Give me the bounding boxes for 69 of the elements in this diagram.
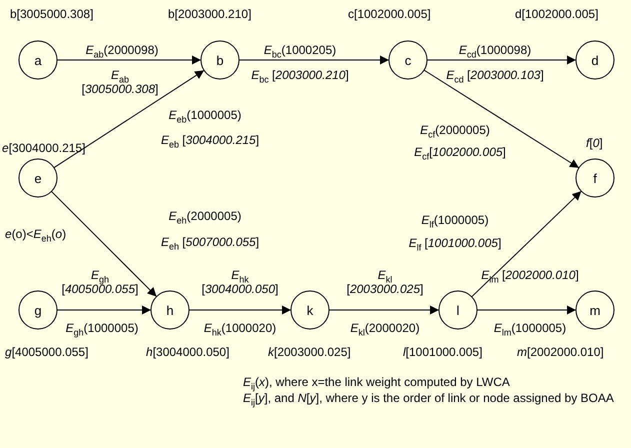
node-circle	[150, 290, 190, 330]
edge-label: E$_{lm}$(1000005)	[492, 321, 568, 335]
node-caption: e[3004000.215]	[2, 141, 86, 155]
node-label: b	[215, 52, 225, 70]
node-label: e	[33, 170, 43, 188]
arrow	[426, 56, 576, 64]
edge-label: E$_{cf}$[1002000.005]	[413, 145, 507, 159]
edge-label: E$_{eh}$(2000005)	[168, 209, 242, 223]
edge-label: E$_{kl}$(2000020)	[349, 321, 421, 335]
edge-label: E$_{eb}$ [3004000.215]	[160, 133, 260, 147]
edge-label: E$_{cd}$ [2003000.103]	[445, 68, 545, 82]
node-caption: m[2002000.010]	[517, 345, 604, 359]
edge-label: E$_{bc}$ [2003000.210]	[250, 68, 350, 82]
arrow	[188, 306, 292, 314]
edge-label: E$_{hk}$(1000020)	[202, 321, 278, 335]
arrow	[56, 306, 152, 314]
edge-label: E$_{eh}$ [5007000.055]	[160, 235, 260, 249]
node-label: k	[306, 302, 314, 320]
arrow	[471, 190, 582, 298]
edge-label: E$_{bc}$(1000205)	[262, 43, 338, 57]
node-label: f	[592, 170, 598, 188]
edge-label: E$_{ab}$(2000098)	[84, 43, 160, 57]
node-label: g	[33, 302, 43, 320]
node-caption: l[1001000.005]	[403, 345, 482, 359]
arrow	[53, 70, 205, 168]
node-caption: d[1002000.005]	[515, 7, 598, 21]
edge-label: E$_{lf}$ [1001000.005]	[408, 236, 502, 250]
edge-label: E$_{eb}$(1000005)	[168, 108, 242, 122]
node-caption: k[2003000.025]	[268, 345, 351, 359]
note-text: E$_{ij}$(x), where x=the link weight computed by LWCA	[243, 375, 510, 389]
node-label: c	[404, 52, 412, 70]
edge-label: E$_{lf}$(1000005)	[420, 213, 490, 227]
node-circle	[18, 158, 58, 198]
node-caption: g[4005000.055]	[5, 345, 88, 359]
arrow	[476, 306, 576, 314]
node-circle	[388, 40, 428, 80]
node-circle	[200, 40, 240, 80]
edge-label: E$_{gh}$(1000005)	[64, 321, 140, 335]
node-circle	[576, 40, 614, 80]
node-circle	[18, 40, 58, 80]
node-label: a	[33, 52, 43, 70]
node-caption: b[3005000.308]	[10, 7, 94, 21]
node-label: d	[590, 52, 600, 70]
node-circle	[290, 290, 330, 330]
node-circle	[18, 290, 58, 330]
arrow	[238, 56, 390, 64]
node-label: h	[165, 302, 175, 320]
edge-label: E$_{lm}$ [2002000.010]	[480, 268, 580, 282]
node-circle	[576, 290, 614, 330]
node-circle	[438, 290, 478, 330]
node-caption: b[2003000.210]	[168, 7, 252, 21]
node-label: m	[588, 302, 602, 320]
edge-label: E$_{kl}$ [2003000.025]	[346, 268, 424, 296]
edge-label: E$_{cf}$(2000005)	[419, 123, 491, 137]
arrow	[328, 306, 440, 314]
arrow	[56, 56, 202, 64]
arrow	[424, 70, 580, 168]
edge-label: E$_{cd}$(1000098)	[458, 43, 532, 57]
edge-label: E$_{gh}$ [4005000.055]	[60, 268, 140, 296]
note-text: E$_{ij}$[y], and N[y], where y is the order of link or node assigned by BOAA	[243, 391, 615, 405]
node-caption: h[3004000.050]	[146, 345, 230, 359]
edge-label: E$_{ab}$ [3005000.308]	[80, 68, 160, 96]
arrow	[50, 190, 158, 298]
note-text: e(o)<E$_{eh}$(o)	[5, 227, 66, 241]
node-circle	[576, 158, 614, 198]
node-label: l	[456, 302, 460, 320]
edge-label: E$_{hk}$ [3004000.050]	[200, 268, 280, 296]
node-caption: f[0]	[586, 136, 603, 150]
node-caption: c[1002000.005]	[348, 7, 431, 21]
